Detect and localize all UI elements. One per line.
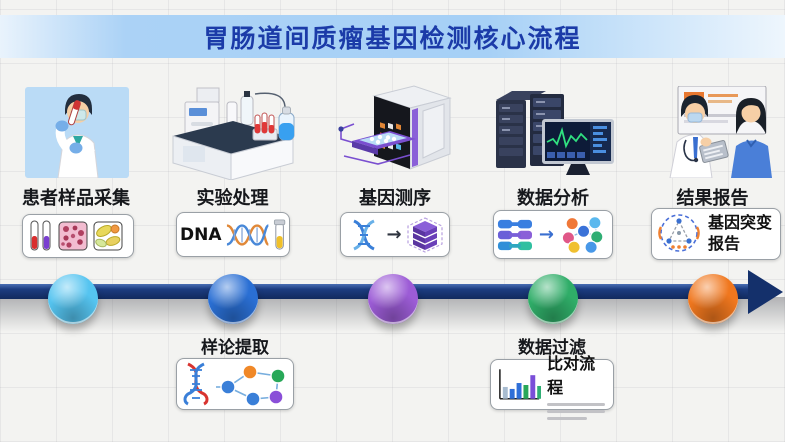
lab-bench-illustration [172, 87, 295, 181]
analysis-process-box: → [493, 210, 613, 259]
compare-flow-label: 比对流程 [547, 353, 596, 397]
sub-label-filtering: 数据过滤 [518, 338, 586, 358]
network-nodes-icon [216, 364, 286, 407]
mutation-diagram-icon [658, 214, 700, 252]
bar-chart-icon [499, 368, 542, 400]
dna-red-blue-icon [183, 362, 209, 406]
sample-tube-icon [273, 218, 286, 250]
arrow-right-icon: → [386, 223, 402, 245]
placeholder-line [547, 416, 588, 420]
step-label-sequencing: 基因测序 [359, 188, 431, 209]
step-label-data-analysis: 数据分析 [517, 188, 589, 209]
illustration-sequencing [336, 84, 458, 181]
timeline-dot-5 [688, 274, 738, 324]
dna-blue-icon [353, 219, 376, 250]
title-banner: 胃肠道间质瘤基因检测核心流程 [0, 15, 785, 58]
illustration-sample-collection [25, 87, 129, 179]
extraction-box [176, 358, 294, 410]
sequence-segments-icon [497, 219, 532, 250]
sample-types-box [22, 214, 134, 258]
dna-label: DNA [180, 224, 222, 245]
filtering-box: 比对流程 [490, 354, 614, 420]
dna-helix-icon [226, 223, 269, 246]
consultation-illustration [669, 85, 772, 179]
mutation-report-label: 基因突变报告 [708, 213, 773, 253]
placeholder-lines [547, 402, 610, 420]
server-monitor-illustration [496, 91, 614, 175]
illustration-report [648, 85, 780, 179]
timeline-arrowhead-icon [748, 270, 783, 314]
timeline-dot-1 [48, 274, 98, 324]
compare-flow-block: 比对流程 [547, 350, 610, 420]
sub-label-extraction: 样论提取 [201, 338, 269, 358]
sequencing-process-box: → [340, 212, 450, 257]
data-stack-icon [406, 216, 443, 253]
illustration-lab-processing [167, 84, 297, 181]
step-label-report: 结果报告 [676, 188, 749, 209]
illustration-data-analysis [486, 84, 618, 181]
placeholder-line [547, 402, 606, 406]
arrow-right-icon: → [538, 223, 554, 245]
sequencer-illustration [338, 85, 452, 170]
mutation-report-box: 基因突变报告 [651, 208, 781, 260]
timeline-dot-4 [528, 274, 578, 324]
placeholder-line [547, 409, 606, 413]
page-title: 胃肠道间质瘤基因检测核心流程 [203, 23, 582, 53]
sample-tubes-tissue-icon [30, 220, 123, 251]
step-label-sample-collection: 患者样品采集 [22, 188, 130, 209]
step-label-lab-processing: 实验处理 [196, 188, 269, 209]
dna-extraction-box: DNA [176, 212, 290, 257]
timeline-dot-2 [208, 274, 258, 324]
cluster-nodes-icon [561, 215, 604, 254]
timeline-dot-3 [368, 274, 418, 324]
doctor-sampling-illustration [25, 87, 129, 179]
